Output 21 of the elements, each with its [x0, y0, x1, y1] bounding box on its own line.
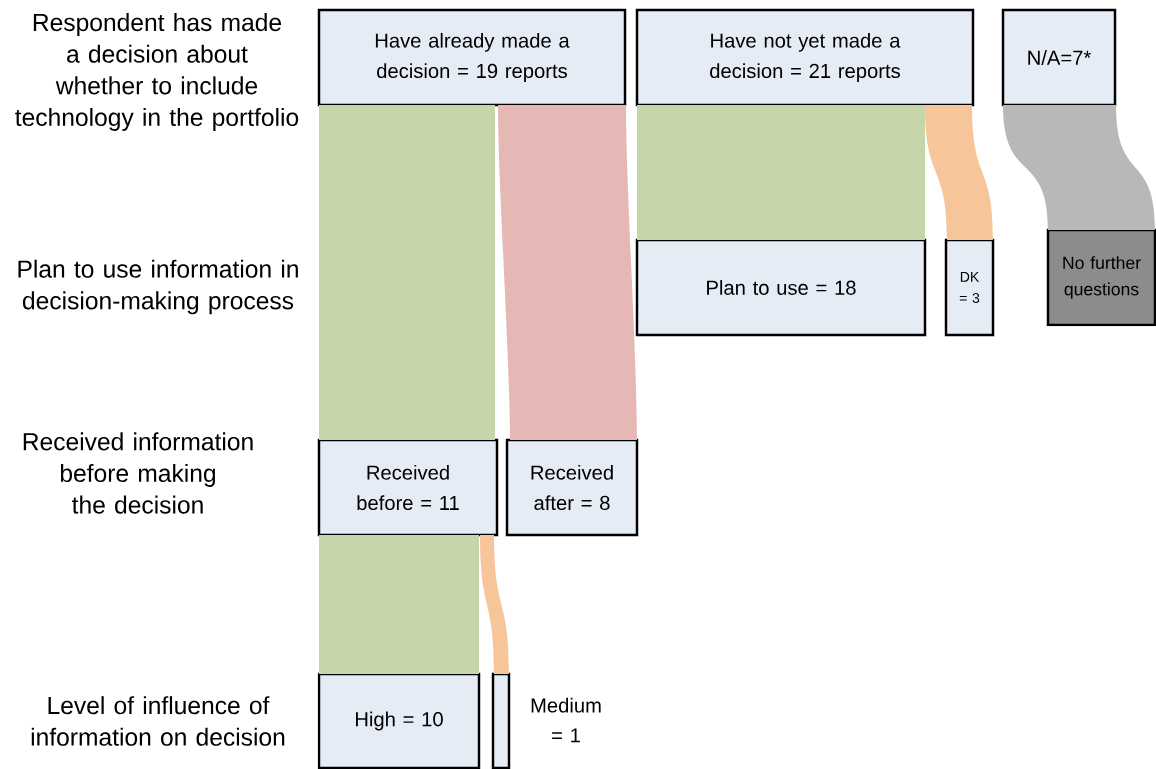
bar	[491, 672, 511, 769]
process-box: High = 10	[317, 672, 481, 769]
flow-band	[319, 535, 479, 674]
process-box: Plan to use = 18	[635, 238, 927, 337]
node-caption: Medium = 1	[531, 697, 601, 743]
process-box: Have not yet made a decision = 21 reports	[635, 8, 975, 107]
process-box: Received after = 8	[505, 438, 639, 537]
process-box: Received before = 11	[317, 438, 499, 537]
process-box: N/A=7*	[1001, 8, 1117, 107]
row-label: Plan to use information in decision-making process	[18, 259, 298, 315]
flow-band	[498, 105, 637, 440]
process-box: Have already made a decision = 19 reports	[317, 8, 627, 107]
flow-band	[925, 105, 993, 240]
process-box: DK = 3	[944, 238, 995, 337]
row-label: Level of influence of information on decision	[31, 696, 285, 746]
flow-band	[319, 105, 495, 440]
row-label: Received information before making the decision	[23, 432, 253, 514]
flow-band	[480, 535, 509, 674]
process-box: No further questions	[1046, 228, 1156, 327]
flow-band	[1003, 105, 1155, 230]
flow-band	[637, 105, 925, 240]
